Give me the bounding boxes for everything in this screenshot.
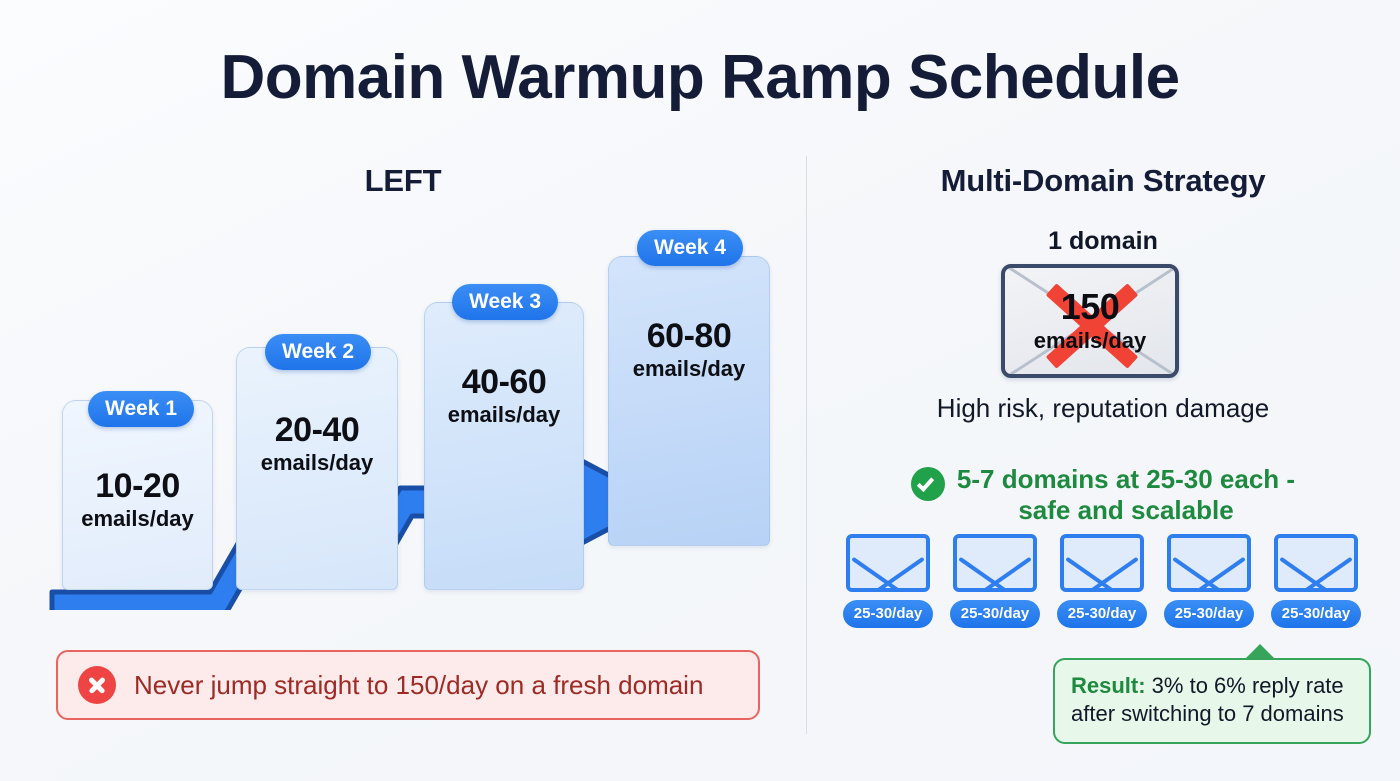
right-panel-heading: Multi-Domain Strategy <box>940 163 1266 198</box>
result-line-1: Result: 3% to 6% reply rate <box>1071 672 1353 700</box>
warning-text: Never jump straight to 150/day on a fres… <box>134 669 704 700</box>
crossed-envelope-icon: 150 emails/day <box>1001 264 1179 378</box>
envelope-icon <box>1274 534 1358 592</box>
step-range: 40-60 <box>461 363 547 401</box>
domain-envelope-row: 25-30/day 25-30/day 25-30/day 25-30/day … <box>840 534 1364 628</box>
left-panel-heading: LEFT <box>364 163 442 198</box>
step-unit: emails/day <box>632 355 746 381</box>
step-range: 20-40 <box>274 411 360 449</box>
envelope-number: 150 <box>1060 286 1120 327</box>
domain-badge: 25-30/day <box>842 600 934 628</box>
step-card-week-4: 60-80 emails/day <box>608 256 770 546</box>
step-unit: emails/day <box>260 449 374 475</box>
week-pill-4: Week 4 <box>637 230 743 266</box>
page-title: Domain Warmup Ramp Schedule <box>220 43 1180 112</box>
panel-divider <box>806 156 807 734</box>
recommendation-row: 5-7 domains at 25-30 each - safe and sca… <box>806 464 1400 525</box>
step-card-week-3: 40-60 emails/day <box>424 302 584 590</box>
result-value: 3% to 6% reply rate <box>1145 673 1344 698</box>
step-card-week-1: 10-20 emails/day <box>62 400 213 590</box>
circle-x-icon <box>78 666 116 704</box>
single-domain-label: 1 domain <box>1048 227 1158 255</box>
domain-badge: 25-30/day <box>1270 600 1362 628</box>
domain-envelope-item: 25-30/day <box>1054 534 1150 628</box>
step-range: 60-80 <box>646 317 732 355</box>
result-label: Result: <box>1071 673 1146 698</box>
step-range: 10-20 <box>95 467 180 505</box>
step-unit: emails/day <box>81 505 194 531</box>
domain-envelope-item: 25-30/day <box>947 534 1043 628</box>
recommendation-line-2: safe and scalable <box>1018 494 1234 525</box>
week-pill-2: Week 2 <box>265 334 371 370</box>
week-pill-1: Week 1 <box>88 391 194 427</box>
domain-badge: 25-30/day <box>1163 600 1255 628</box>
domain-envelope-item: 25-30/day <box>1268 534 1364 628</box>
domain-envelope-item: 25-30/day <box>1161 534 1257 628</box>
envelope-icon <box>1060 534 1144 592</box>
high-risk-caption: High risk, reputation damage <box>936 393 1270 423</box>
envelope-icon <box>846 534 930 592</box>
week-pill-3: Week 3 <box>452 284 558 320</box>
envelope-unit: emails/day <box>1033 328 1147 353</box>
result-callout: Result: 3% to 6% reply rate after switch… <box>1053 658 1371 745</box>
step-unit: emails/day <box>447 401 561 427</box>
check-circle-icon <box>910 467 945 501</box>
recommendation-line-1: 5-7 domains at 25-30 each - <box>956 464 1296 494</box>
domain-badge: 25-30/day <box>1056 600 1148 628</box>
result-line-2: after switching to 7 domains <box>1071 701 1344 727</box>
recommendation-text: 5-7 domains at 25-30 each - safe and sca… <box>957 464 1295 525</box>
envelope-icon <box>1167 534 1251 592</box>
step-card-week-2: 20-40 emails/day <box>236 347 398 590</box>
warning-banner: Never jump straight to 150/day on a fres… <box>56 650 760 720</box>
domain-badge: 25-30/day <box>949 600 1041 628</box>
domain-envelope-item: 25-30/day <box>840 534 936 628</box>
envelope-icon <box>953 534 1037 592</box>
